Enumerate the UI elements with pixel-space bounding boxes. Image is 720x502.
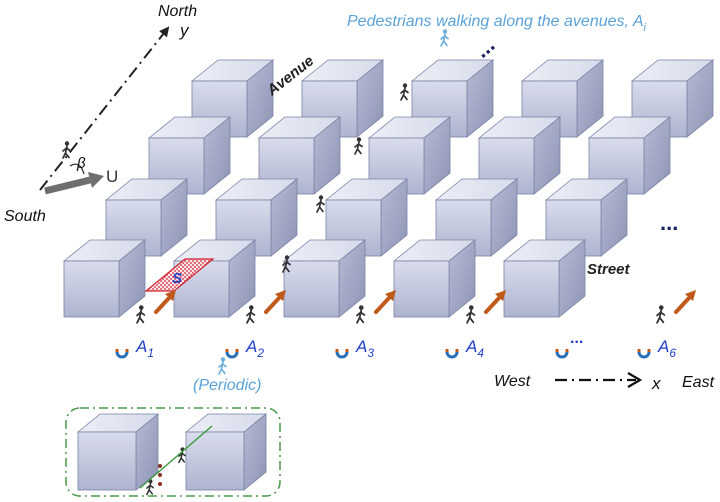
pedestrian-icon xyxy=(440,29,449,47)
wind-label: U xyxy=(106,167,118,186)
east-axis: West x East xyxy=(494,372,715,393)
building-blocks xyxy=(62,59,715,318)
inset-blocks xyxy=(76,413,268,491)
source-area: S xyxy=(144,258,215,292)
avenue-marker-icon xyxy=(335,349,349,359)
avenue-label: A3 xyxy=(355,337,374,360)
street-label: Street xyxy=(587,261,631,278)
periodic-inset xyxy=(65,407,281,497)
inset-dot xyxy=(158,464,162,468)
avenue-label: A6 xyxy=(657,337,676,360)
pedestrians-title: Pedestrians walking along the avenues, A… xyxy=(347,13,646,34)
pedestrian-icon xyxy=(246,305,256,324)
pedestrian-icon xyxy=(354,137,363,155)
inset-dot xyxy=(158,473,162,477)
source-label: S xyxy=(172,270,182,287)
x-axis-label: x xyxy=(651,374,661,393)
wind-direction: β U xyxy=(44,155,118,195)
west-label: West xyxy=(494,373,531,390)
north-axis: North y xyxy=(39,3,197,191)
right-ellipsis: ... xyxy=(660,210,678,235)
pedestrian-icon xyxy=(400,83,409,101)
pedestrian-icon xyxy=(356,305,366,324)
top-ellipsis: ... xyxy=(469,32,499,63)
pedestrian-icon xyxy=(656,305,666,324)
pedestrian-icon xyxy=(466,305,476,324)
building-block xyxy=(62,239,147,318)
east-label: East xyxy=(682,374,715,391)
beta-label: β xyxy=(76,155,86,172)
building-block xyxy=(300,59,385,138)
walking-direction-arrow xyxy=(374,290,396,314)
south-label: South xyxy=(4,208,46,225)
periodic-label: (Periodic) xyxy=(193,377,261,394)
building-block xyxy=(184,413,268,491)
avenue-marker-icon xyxy=(115,349,129,359)
pedestrian-icon xyxy=(136,305,146,324)
avenue-label: A1 xyxy=(135,337,154,360)
walking-direction-arrow xyxy=(154,290,176,314)
building-block xyxy=(587,116,672,195)
avenue-labels: A1 A2 A3 A4... A6 xyxy=(115,330,676,360)
avenue-marker-icon xyxy=(637,349,651,359)
walking-direction-arrow xyxy=(484,290,506,314)
inset-dot xyxy=(158,482,162,486)
building-block xyxy=(282,239,367,318)
avenue-label: A4 xyxy=(465,337,484,360)
pedestrian-icon xyxy=(316,195,325,213)
pedestrian-icon xyxy=(282,255,291,273)
walking-direction-arrow xyxy=(674,290,696,314)
north-label: North xyxy=(158,3,197,20)
avenue-marker-icon xyxy=(445,349,459,359)
avenue-marker-icon xyxy=(225,349,239,359)
avenue-ellipsis: ... xyxy=(570,330,583,347)
building-block xyxy=(392,239,477,318)
avenue-marker-icon xyxy=(555,349,569,359)
y-axis-label: y xyxy=(179,21,190,40)
pedestrians-title-text: Pedestrians walking along the avenues, A… xyxy=(347,13,646,34)
building-block xyxy=(520,59,605,138)
walking-direction-arrow xyxy=(264,290,286,314)
pedestrian-icon xyxy=(218,357,227,375)
building-block xyxy=(76,413,160,491)
avenue-label: A2 xyxy=(245,337,264,360)
pedestrian-icon xyxy=(62,141,71,159)
building-block xyxy=(502,239,587,318)
